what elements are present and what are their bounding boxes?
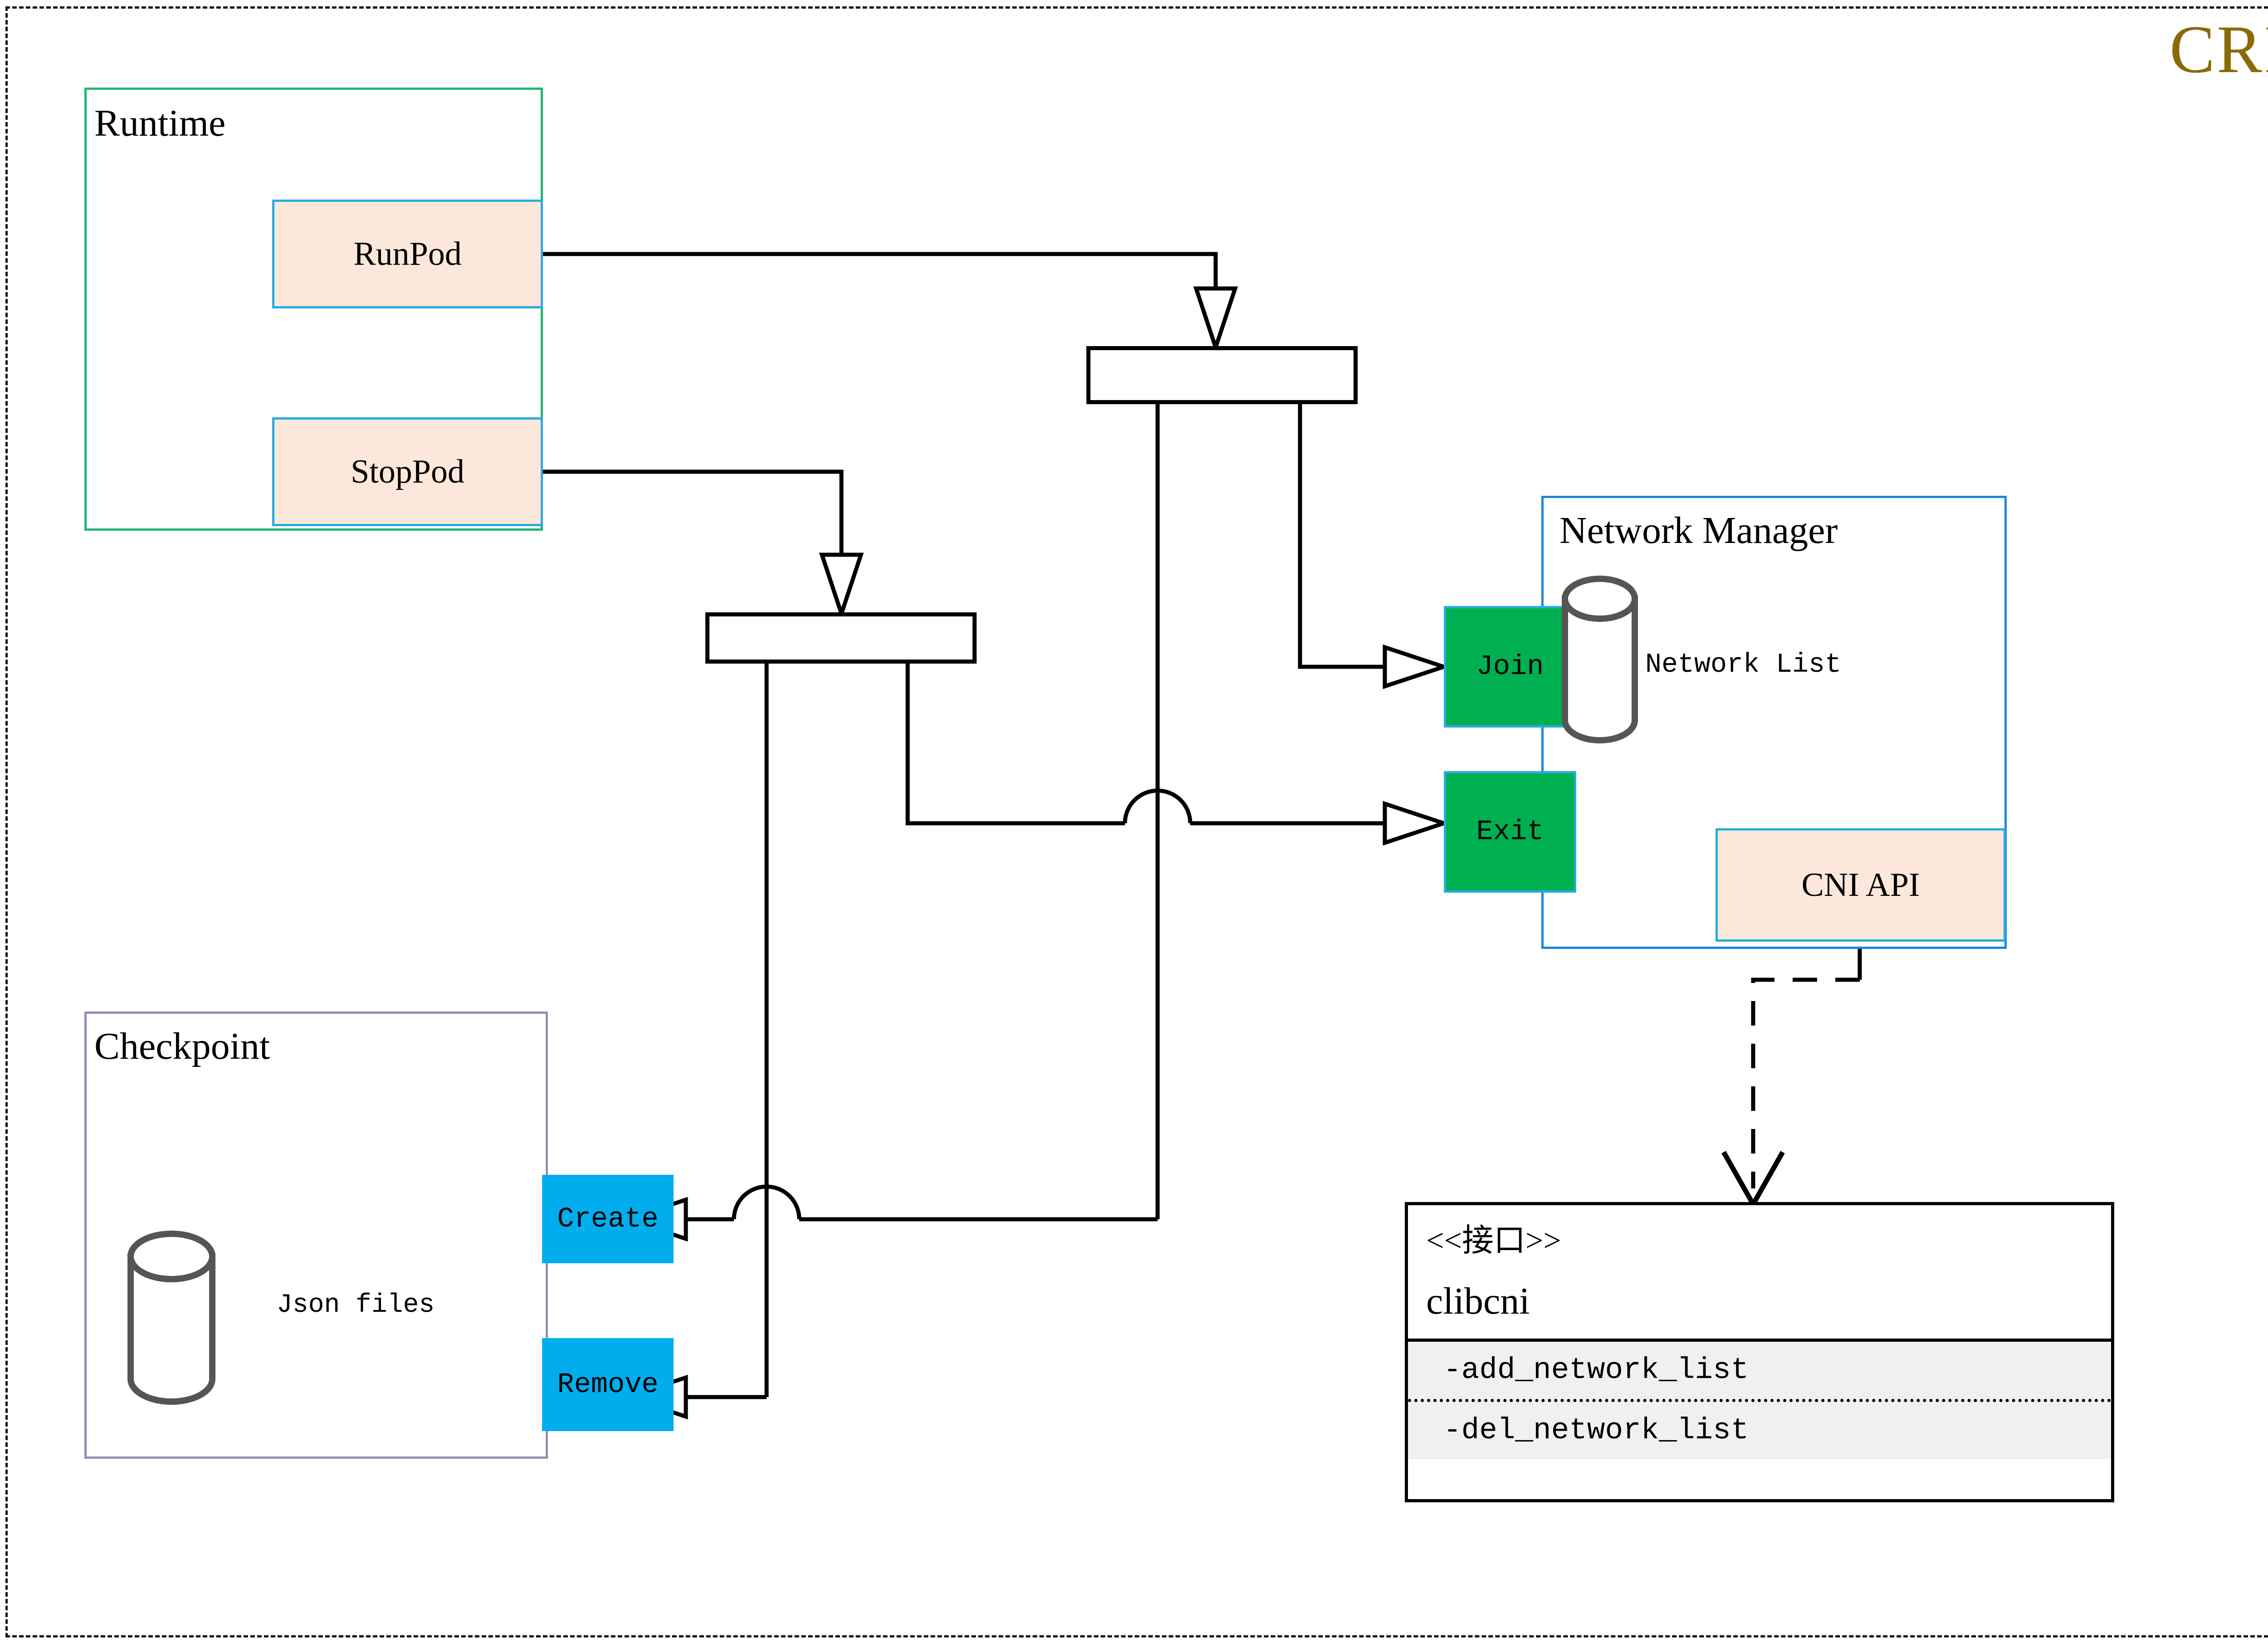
port-cni-api[interactable]: CNI API: [1716, 828, 2006, 942]
interface-name: clibcni: [1426, 1280, 1530, 1322]
port-create[interactable]: Create: [542, 1175, 674, 1263]
port-join[interactable]: Join: [1444, 606, 1576, 728]
interface-operations: -add_network_list -del_network_list: [1408, 1338, 2111, 1459]
interface-stereotype: <<接口>>: [1426, 1223, 1561, 1258]
port-stoppod[interactable]: StopPod: [272, 417, 543, 526]
fork-bar-stoppod: [705, 612, 977, 664]
fork-bar-runpod: [1086, 346, 1358, 404]
port-stoppod-label: StopPod: [351, 453, 464, 490]
port-cni-api-label: CNI API: [1801, 866, 1920, 904]
port-exit[interactable]: Exit: [1444, 771, 1576, 893]
group-runtime-title: Runtime: [94, 102, 226, 144]
port-join-label: Join: [1476, 650, 1544, 683]
json-files-label: Json files: [277, 1290, 435, 1320]
interface-operation-del: -del_network_list: [1408, 1398, 2111, 1459]
network-list-label: Network List: [1645, 650, 1842, 680]
group-checkpoint: [84, 1012, 548, 1459]
interface-header: <<接口>> clibcni: [1408, 1205, 2111, 1339]
port-remove-label: Remove: [557, 1368, 659, 1401]
port-runpod[interactable]: RunPod: [272, 200, 543, 308]
port-create-label: Create: [557, 1202, 659, 1235]
group-network-manager-title: Network Manager: [1559, 509, 1838, 552]
group-checkpoint-title: Checkpoint: [94, 1025, 270, 1067]
port-exit-label: Exit: [1476, 816, 1544, 848]
port-remove[interactable]: Remove: [542, 1338, 674, 1431]
group-runtime: [84, 88, 543, 531]
page-title: CRI: [2169, 12, 2268, 87]
port-runpod-label: RunPod: [353, 235, 462, 273]
interface-clibcni: <<接口>> clibcni -add_network_list -del_ne…: [1405, 1202, 2114, 1502]
interface-operation-add: -add_network_list: [1443, 1353, 1749, 1387]
diagram-outer-frame: [5, 6, 2268, 1637]
